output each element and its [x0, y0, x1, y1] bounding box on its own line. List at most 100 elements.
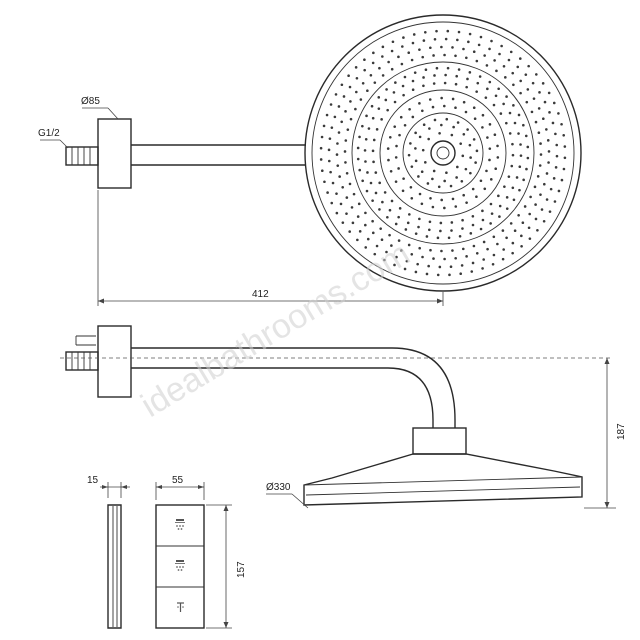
nozzle [358, 230, 362, 233]
nozzle [428, 228, 431, 232]
nozzle [545, 128, 548, 131]
nozzle [501, 229, 505, 232]
nozzle [495, 69, 498, 73]
nozzle [552, 177, 556, 180]
nozzle [511, 241, 515, 245]
nozzle [472, 138, 476, 141]
nozzle [525, 100, 529, 104]
nozzle [373, 81, 377, 84]
nozzle [371, 231, 375, 235]
nozzle [365, 114, 368, 118]
nozzle [563, 156, 567, 160]
control-panel-side-profile [107, 504, 122, 629]
nozzle [345, 196, 349, 199]
nozzle [510, 164, 514, 168]
nozzle [539, 193, 542, 196]
nozzle [414, 147, 417, 150]
nozzle [380, 118, 383, 121]
nozzle [397, 167, 400, 170]
nozzle [421, 55, 425, 59]
nozzle [456, 38, 459, 42]
nozzle [500, 44, 503, 48]
nozzle [471, 215, 475, 218]
nozzle [528, 212, 531, 216]
nozzle [372, 160, 375, 164]
nozzle [486, 136, 489, 139]
nozzle [512, 83, 515, 87]
nozzle [414, 270, 418, 274]
nozzle [397, 55, 400, 59]
nozzle [371, 199, 374, 202]
nozzle [553, 200, 557, 203]
center-hub-inner [436, 146, 450, 160]
nozzle [409, 142, 412, 145]
nozzle [422, 123, 426, 126]
nozzle [374, 191, 378, 195]
nozzle [457, 68, 461, 71]
nozzle [366, 89, 369, 92]
nozzle [507, 175, 511, 178]
nozzle [407, 51, 411, 54]
nozzle [498, 52, 501, 56]
nozzle [329, 103, 333, 106]
nozzle [520, 245, 523, 248]
nozzle [354, 66, 358, 69]
nozzle [502, 65, 506, 68]
nozzle [542, 219, 546, 223]
nozzle [440, 123, 443, 127]
nozzle [484, 96, 488, 99]
nozzle [400, 62, 404, 66]
nozzle [486, 87, 489, 91]
nozzle [335, 211, 339, 215]
nozzle [377, 107, 381, 110]
nozzle [511, 186, 515, 190]
nozzle [388, 233, 391, 237]
nozzle [483, 54, 486, 57]
nozzle [387, 60, 390, 64]
nozzle [386, 147, 390, 150]
nozzle [554, 132, 557, 136]
nozzle [402, 36, 405, 39]
nozzle [408, 213, 411, 216]
nozzle [364, 138, 368, 141]
drop-height-label: 187 [616, 423, 627, 440]
nozzle [341, 185, 344, 189]
nozzle [367, 127, 371, 130]
nozzle [543, 100, 547, 104]
nozzle [479, 227, 483, 231]
nozzle [539, 142, 542, 145]
nozzle [337, 105, 341, 108]
nozzle [361, 124, 364, 128]
nozzle [461, 247, 465, 251]
center-hub-outer [430, 140, 456, 166]
nozzle [524, 134, 528, 138]
nozzle [528, 237, 532, 240]
nozzle [393, 125, 397, 128]
nozzle [343, 150, 347, 153]
nozzle [421, 255, 424, 259]
nozzle [445, 117, 449, 121]
nozzle [443, 257, 446, 261]
nozzle [518, 165, 522, 168]
nozzle [475, 252, 479, 255]
nozzle [449, 184, 453, 188]
nozzle [320, 169, 324, 172]
thread-size-label: G1/2 [38, 128, 60, 139]
nozzle [379, 227, 382, 230]
nozzle [485, 169, 488, 173]
nozzle [519, 154, 523, 157]
nozzle [356, 215, 360, 218]
nozzle [432, 82, 436, 85]
nozzle [369, 181, 373, 185]
nozzle [542, 117, 545, 121]
nozzle [455, 176, 458, 179]
nozzle [548, 111, 551, 114]
nozzle [481, 218, 485, 222]
nozzle [350, 206, 354, 209]
nozzle [439, 229, 442, 233]
nozzle [492, 235, 496, 239]
nozzle [488, 123, 492, 126]
nozzle [428, 98, 432, 101]
nozzle [375, 128, 379, 131]
nozzle [432, 54, 435, 57]
